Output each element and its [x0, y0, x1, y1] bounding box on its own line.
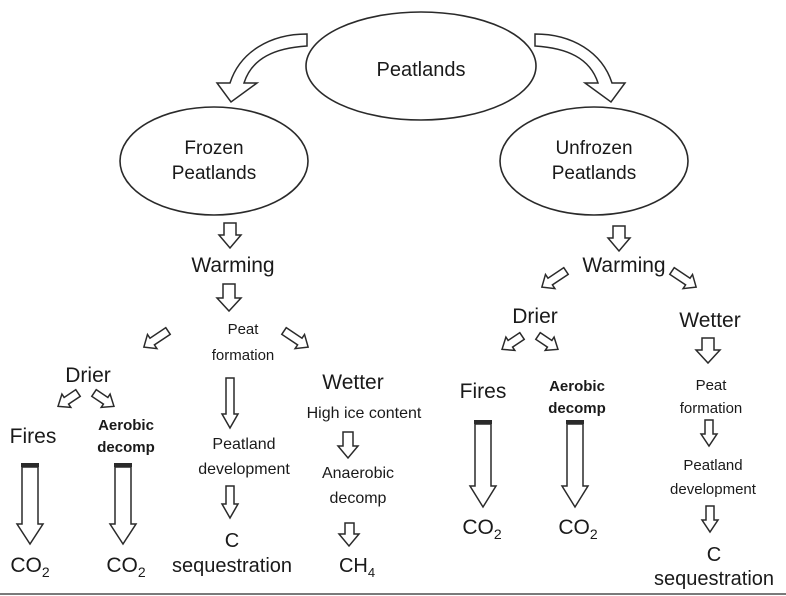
arrow-peat-formation-to-development — [220, 377, 240, 430]
arrow-unfrozen-drier-to-fires — [501, 331, 526, 352]
frozen-ellipse — [119, 106, 309, 216]
unfrozen-ellipse — [499, 106, 689, 216]
unfrozen-label-line2: Peatlands — [552, 163, 637, 184]
frozen-anaerobic-line2: decomp — [330, 490, 387, 507]
frozen-c-seq-line2: sequestration — [172, 555, 292, 577]
frozen-c-seq-line1: C — [225, 530, 239, 552]
unfrozen-drier-label: Drier — [512, 305, 558, 328]
unfrozen-warming-label: Warming — [582, 254, 665, 277]
unfrozen-wetter-label: Wetter — [679, 309, 740, 332]
unfrozen-aerobic-line1: Aerobic — [549, 378, 605, 395]
co2-base: CO — [10, 554, 42, 577]
arrow-unfrozen-warming-to-wetter — [668, 266, 698, 290]
frozen-anaerobic-output: CH4 — [339, 555, 375, 580]
co2-subscript: 2 — [138, 564, 146, 580]
arrow-frozen-drier-to-fires — [57, 388, 82, 409]
ch4-subscript: 4 — [368, 565, 375, 580]
frozen-fires-arrow-cap — [21, 463, 39, 467]
arrow-development-to-c-sequestration — [220, 485, 240, 520]
curved-arrow-to-unfrozen — [534, 33, 627, 104]
unfrozen-fires-arrow-cap — [474, 420, 492, 424]
frozen-anaerobic-line1: Anaerobic — [322, 465, 394, 482]
arrow-unfrozen-fires-to-co2 — [468, 423, 498, 509]
co2-base: CO — [462, 516, 494, 539]
arrow-frozen-to-warming — [217, 222, 243, 250]
frozen-aerobic-line1: Aerobic — [98, 417, 154, 434]
frozen-peatland-dev-line2: development — [198, 461, 290, 478]
root-ellipse — [305, 11, 537, 121]
arrow-anaerobic-to-ch4 — [337, 522, 361, 548]
arrow-frozen-aerobic-to-co2 — [108, 466, 138, 546]
arrow-frozen-fires-to-co2 — [15, 466, 45, 546]
arrow-unfrozen-development-to-c-sequestration — [700, 505, 720, 534]
frozen-warming-label: Warming — [191, 254, 274, 277]
frozen-label-line2: Peatlands — [172, 163, 257, 184]
frozen-aerobic-output: CO2 — [106, 554, 146, 580]
frozen-peat-formation-line2: formation — [212, 347, 275, 364]
root-label: Peatlands — [377, 59, 466, 81]
arrow-warming-to-frozen-wetter — [280, 326, 310, 350]
unfrozen-peat-formation-line2: formation — [680, 400, 743, 417]
co2-base: CO — [558, 516, 590, 539]
arrow-unfrozen-aerobic-to-co2 — [560, 423, 590, 509]
unfrozen-peat-formation-line1: Peat — [696, 377, 728, 394]
co2-subscript: 2 — [590, 526, 598, 542]
arrow-unfrozen-peat-formation-to-development — [699, 419, 719, 448]
frozen-drier-label: Drier — [65, 364, 111, 387]
frozen-high-ice-label: High ice content — [307, 405, 422, 422]
unfrozen-aerobic-arrow-cap — [566, 420, 584, 424]
co2-subscript: 2 — [494, 526, 502, 542]
frozen-label-line1: Frozen — [184, 138, 243, 159]
curved-arrow-to-frozen — [215, 33, 308, 104]
frozen-peatland-dev-line1: Peatland — [212, 436, 275, 453]
arrow-unfrozen-drier-to-aerobic — [534, 331, 559, 352]
unfrozen-peatland-dev-line2: development — [670, 481, 757, 498]
unfrozen-peatland-dev-line1: Peatland — [683, 457, 742, 474]
frozen-fires-label: Fires — [10, 425, 57, 448]
frozen-aerobic-line2: decomp — [97, 439, 155, 456]
frozen-peat-formation-line1: Peat — [228, 321, 260, 338]
co2-base: CO — [106, 554, 138, 577]
unfrozen-c-seq-line1: C — [707, 544, 721, 566]
unfrozen-aerobic-line2: decomp — [548, 400, 606, 417]
arrow-unfrozen-wetter-to-peat-formation — [694, 337, 722, 365]
unfrozen-fires-label: Fires — [460, 380, 507, 403]
arrow-unfrozen-to-warming — [606, 225, 632, 253]
arrow-warming-to-frozen-drier — [142, 326, 172, 350]
arrow-frozen-drier-to-aerobic — [90, 388, 115, 409]
frozen-wetter-label: Wetter — [322, 371, 383, 394]
unfrozen-aerobic-output: CO2 — [558, 516, 598, 542]
arrow-unfrozen-warming-to-drier — [540, 266, 570, 290]
ch4-base: CH — [339, 555, 368, 577]
unfrozen-fires-output: CO2 — [462, 516, 502, 542]
arrow-warming-to-peat-formation — [215, 283, 243, 313]
frozen-fires-output: CO2 — [10, 554, 50, 580]
arrow-high-ice-to-anaerobic — [336, 431, 360, 460]
unfrozen-c-seq-line2: sequestration — [654, 568, 774, 590]
frozen-aerobic-arrow-cap — [114, 463, 132, 467]
unfrozen-label-line1: Unfrozen — [555, 138, 632, 159]
co2-subscript: 2 — [42, 564, 50, 580]
